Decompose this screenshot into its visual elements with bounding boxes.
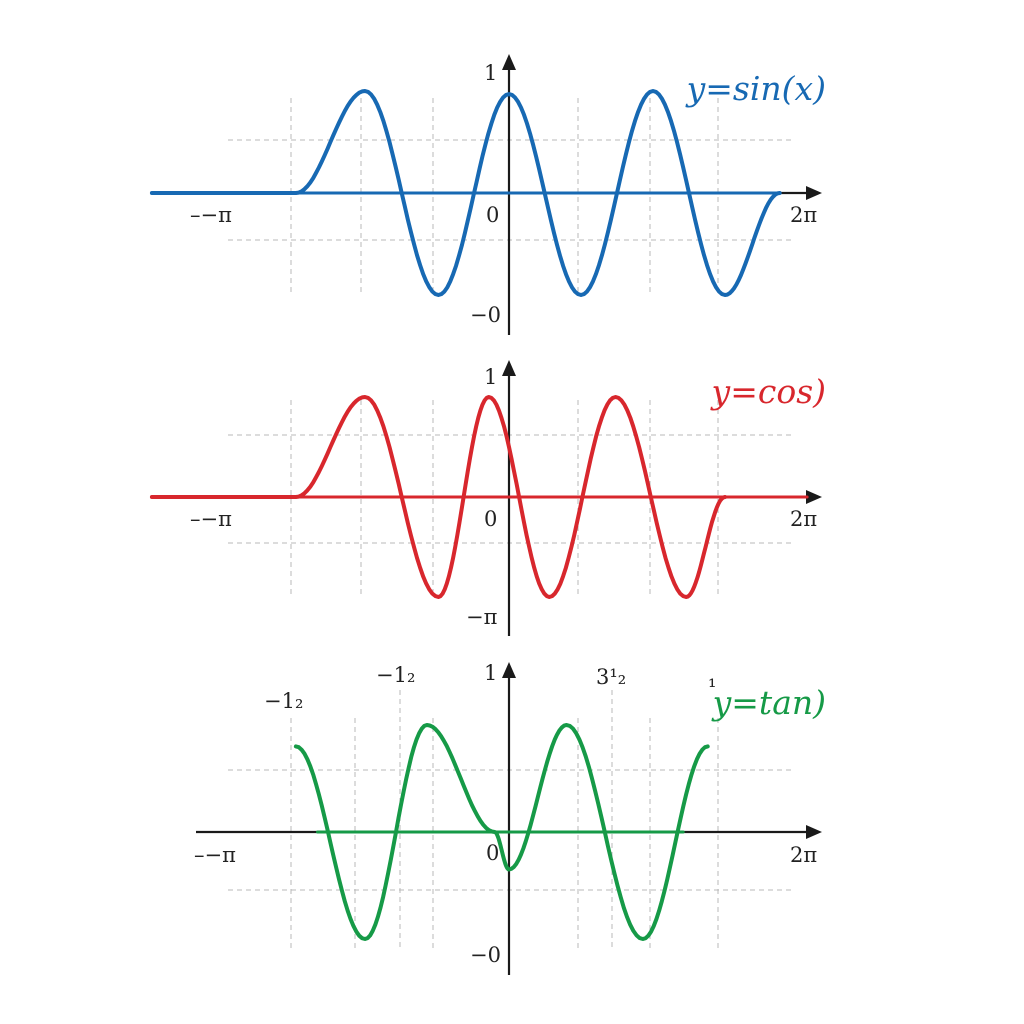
series-line <box>149 395 727 599</box>
y-tick-label-bottom: −0 <box>470 303 501 327</box>
origin-label: 0 <box>484 507 497 531</box>
y-tick-label-top: 1 <box>484 365 497 389</box>
x-tick-label-right: 2π <box>790 843 817 867</box>
series-line <box>149 89 782 297</box>
chart-title: y=sin(x) <box>685 69 826 108</box>
y-axis-arrow <box>502 662 516 678</box>
x-tick-label-left: –−π <box>190 507 232 531</box>
chart-title: y=cos) <box>710 372 826 411</box>
x-tick-label-left: –−π <box>194 843 236 867</box>
extra-tick-label: −1₂ <box>264 689 303 713</box>
x-tick-label-right: 2π <box>790 203 817 227</box>
extra-tick-label: −1₂ <box>376 663 415 687</box>
series-line <box>293 723 710 941</box>
y-tick-label-top: 1 <box>484 61 497 85</box>
y-tick-label-bottom: −π <box>466 605 498 629</box>
y-tick-label-top: 1 <box>484 661 497 685</box>
extra-tick-label: 3¹₂ <box>596 665 626 689</box>
x-axis-arrow <box>806 825 822 839</box>
y-axis-arrow <box>502 54 516 70</box>
tangent-chart-panel: –−π 2π 0 1 −0 −1₂ −1₂ 3¹₂ ¹ y=tan) <box>194 661 826 975</box>
origin-label: 0 <box>486 203 499 227</box>
x-axis-arrow <box>806 490 822 504</box>
y-axis-arrow <box>502 360 516 376</box>
x-tick-label-left: –−π <box>190 203 232 227</box>
y-tick-label-bottom: −0 <box>470 943 501 967</box>
x-axis-arrow <box>806 186 822 200</box>
x-tick-label-right: 2π <box>790 507 817 531</box>
cosine-chart-panel: –−π 2π 0 1 −π y=cos) <box>149 360 826 636</box>
extra-tick-label: ¹ <box>708 675 716 699</box>
tangent-grid <box>228 690 792 948</box>
sine-chart-panel: –−π 2π 0 1 −0 y=sin(x) <box>149 54 826 335</box>
origin-label: 0 <box>486 841 499 865</box>
chart-title: y=tan) <box>711 683 826 722</box>
